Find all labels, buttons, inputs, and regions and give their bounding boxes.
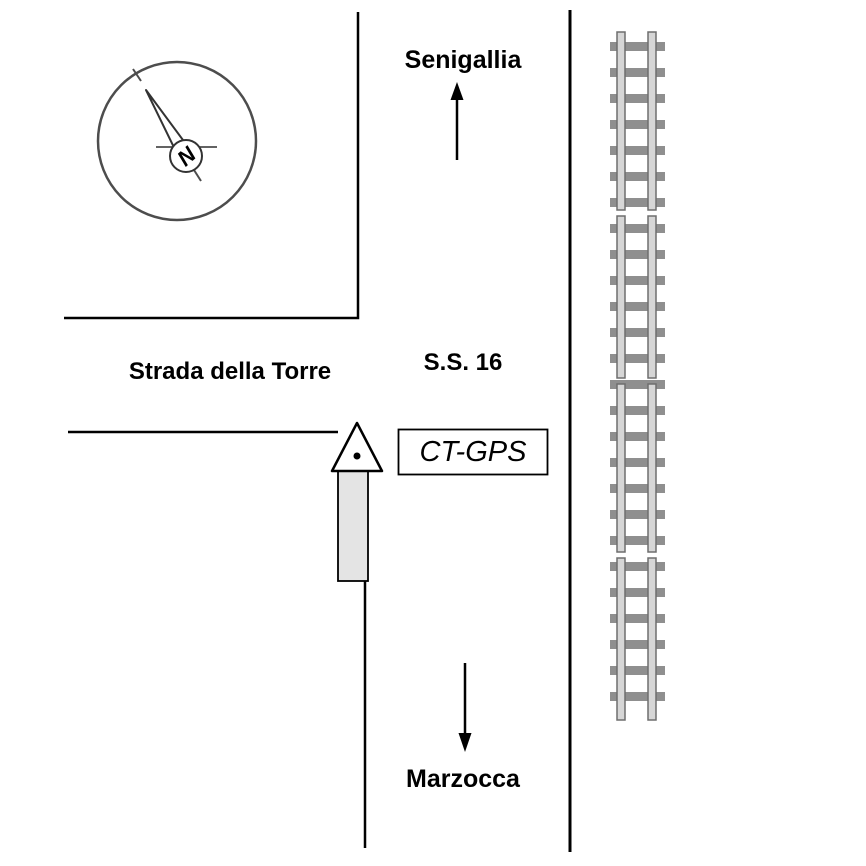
station-label-box: CT-GPS: [397, 428, 549, 476]
road-edges: [64, 10, 572, 852]
destination-north-label: Senigallia: [405, 46, 523, 74]
compass-hub: [169, 139, 203, 173]
compass-tick: [132, 68, 142, 82]
station-label: CT-GPS: [420, 436, 528, 468]
station-marker-dot: [353, 452, 361, 460]
station-marker-triangle: [330, 421, 384, 473]
destination-south-label: Marzocca: [406, 765, 521, 793]
station-marker-icon: [330, 421, 384, 473]
road-edge-northwest: [64, 12, 360, 320]
compass-ring: [96, 60, 258, 222]
railway-icon: [610, 31, 665, 721]
arrow-up-icon: [450, 82, 464, 160]
station-building: [337, 470, 369, 582]
compass-needle-tail: [193, 169, 202, 182]
main-road-label: S.S. 16: [424, 349, 503, 376]
station-label-frame: [397, 428, 549, 476]
side-road-label: Strada della Torre: [129, 358, 331, 385]
arrow-down-icon: [458, 663, 472, 752]
compass-icon: N: [96, 60, 258, 222]
railway-rails: [616, 31, 657, 721]
